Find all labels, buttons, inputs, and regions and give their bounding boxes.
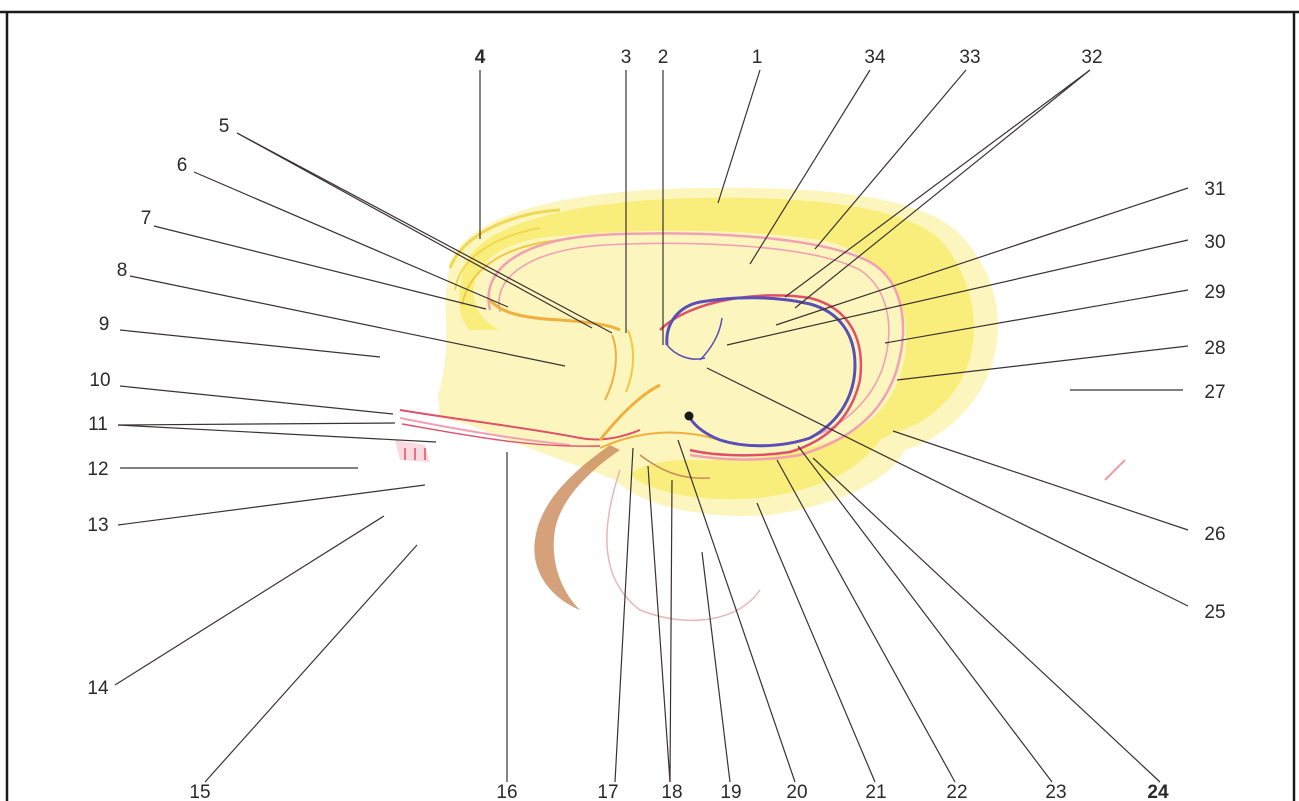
label-32: 32 xyxy=(1081,47,1102,68)
leader-lines xyxy=(114,69,1189,783)
label-26: 26 xyxy=(1204,524,1225,545)
label-34: 34 xyxy=(864,47,886,68)
label-27: 27 xyxy=(1204,382,1225,403)
label-16: 16 xyxy=(496,782,517,801)
label-25: 25 xyxy=(1204,602,1225,623)
label-7: 7 xyxy=(141,208,152,229)
label-29: 29 xyxy=(1204,282,1225,303)
label-3: 3 xyxy=(621,47,632,68)
label-15: 15 xyxy=(189,782,210,801)
label-5: 5 xyxy=(219,116,230,137)
label-1: 1 xyxy=(752,47,763,68)
label-4: 4 xyxy=(475,47,486,68)
label-18: 18 xyxy=(661,782,682,801)
label-13: 13 xyxy=(87,515,108,536)
label-22: 22 xyxy=(946,782,967,801)
blue-vessel-layer xyxy=(665,296,857,448)
label-14: 14 xyxy=(87,678,109,699)
label-31: 31 xyxy=(1204,179,1225,200)
label-8: 8 xyxy=(117,260,128,281)
callout-labels: 1 2 3 4 5 6 7 8 9 10 11 12 13 14 15 16 1… xyxy=(87,47,1225,801)
label-33: 33 xyxy=(959,47,980,68)
label-10: 10 xyxy=(89,370,110,391)
yellow-tissue-layer xyxy=(438,187,998,516)
label-21: 21 xyxy=(865,782,886,801)
label-30: 30 xyxy=(1204,232,1225,253)
label-17: 17 xyxy=(597,782,618,801)
label-6: 6 xyxy=(177,155,188,176)
label-12: 12 xyxy=(87,459,108,480)
pink-dash-layer xyxy=(395,440,1126,481)
label-19: 19 xyxy=(720,782,741,801)
label-9: 9 xyxy=(99,314,110,335)
brown-tissue-layer xyxy=(534,445,761,622)
label-11: 11 xyxy=(88,414,108,435)
label-20: 20 xyxy=(786,782,807,801)
label-28: 28 xyxy=(1204,338,1225,359)
label-23: 23 xyxy=(1045,782,1066,801)
label-2: 2 xyxy=(658,47,669,68)
figure-frame xyxy=(0,10,1299,801)
label-24: 24 xyxy=(1147,782,1169,801)
